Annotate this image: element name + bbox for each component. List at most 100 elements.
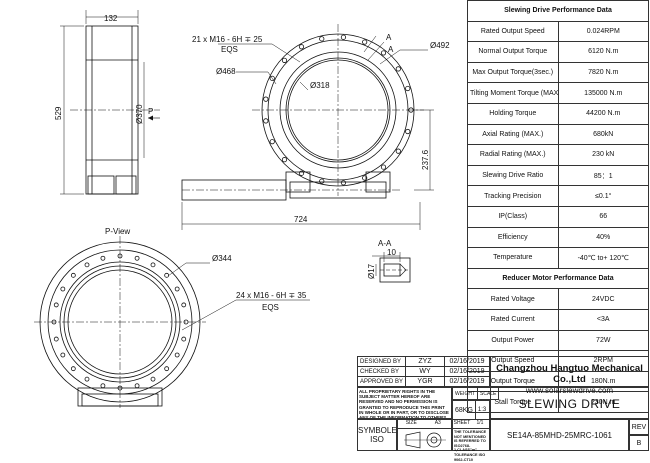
eqs-bottom-label: EQS xyxy=(262,303,279,312)
section-a-a xyxy=(372,252,411,283)
table-row: Temperature-40℃ to+ 120℃ xyxy=(467,247,649,269)
bolt-hole xyxy=(100,383,106,389)
param-value: -40℃ to+ 120℃ xyxy=(557,247,649,269)
dim-237-6: 237.6 xyxy=(421,149,430,170)
bolt-hole xyxy=(84,376,90,382)
param-name: Rated Current xyxy=(467,308,559,331)
approved-date: 02/16/2019 xyxy=(444,376,490,387)
bolt-hole xyxy=(319,178,325,184)
bolt-hole xyxy=(340,180,347,186)
param-name: Temperature xyxy=(467,247,559,269)
param-value: 85：1 xyxy=(557,164,649,187)
size-value: A3 xyxy=(434,420,441,426)
table-row: Max Output Torque(3sec.)7820 N.m xyxy=(467,61,649,84)
bolt-hole xyxy=(263,118,269,124)
bolt-hole xyxy=(405,85,411,92)
param-name: Efficiency xyxy=(467,226,559,249)
rev-value: B xyxy=(629,435,649,451)
p-view-label: P-View xyxy=(105,227,130,236)
dim-724: 724 xyxy=(294,215,308,224)
dim-468: Ø468 xyxy=(216,67,236,76)
bolt-hole xyxy=(60,352,66,358)
bolt-hole xyxy=(340,34,347,40)
param-value: 6120 N.m xyxy=(557,41,649,63)
bolt-hole xyxy=(362,39,368,45)
bolt-hole xyxy=(298,44,305,50)
param-name: IP(Class) xyxy=(467,205,559,228)
param-name: Slewing Drive Ratio xyxy=(467,164,559,187)
iso-label: ISO xyxy=(370,435,384,444)
param-name: Output Power xyxy=(467,329,559,352)
bolt-hole xyxy=(164,272,170,278)
section-mark-a-1: A xyxy=(386,33,392,42)
approved-label: APPROVED BY xyxy=(356,376,407,387)
approval-table: DESIGNED BY ZYZ 02/16/2019 CHECKED BY WY… xyxy=(356,356,490,387)
dim-10: 10 xyxy=(387,248,396,257)
bolt-hole xyxy=(298,170,305,176)
bolt-hole xyxy=(134,383,140,389)
company-name: Changzhou Hangtuo Mechanical Co.,Ltd xyxy=(496,363,643,385)
dim-132: 132 xyxy=(104,14,118,23)
designed-by: ZYZ xyxy=(405,356,446,367)
p-view xyxy=(34,236,310,408)
param-name: Rated Voltage xyxy=(467,288,559,310)
bolt-hole xyxy=(269,75,275,81)
rev-label: REV xyxy=(629,419,649,435)
bolt-hole xyxy=(181,336,187,342)
size-label: SIZE xyxy=(405,420,417,426)
top-view xyxy=(181,24,434,230)
bolt-hole xyxy=(70,366,76,372)
section-mark-a-2: A xyxy=(388,45,394,54)
table-row: Tracking Precision≤0.1° xyxy=(467,185,649,207)
bolt-hole xyxy=(395,66,401,72)
param-value: 44200 N.m xyxy=(557,102,649,125)
sheet-cell: SHEET 1/1 THE TOLERANCE NOT MENTIONED IS… xyxy=(452,419,490,462)
bolt-hole xyxy=(362,175,368,181)
bolt-hole xyxy=(269,139,275,145)
technical-drawing: 132 529 Ø370 P 21 x M16 - 6H ∓ 25 EQS Ø4… xyxy=(34,10,450,408)
checked-by: WY xyxy=(405,366,446,377)
product-name: SLEWING DRIVE xyxy=(490,387,649,419)
side-view xyxy=(60,10,160,195)
sheet-value: 1/1 xyxy=(476,420,484,426)
param-name: Rated Output Speed xyxy=(467,20,559,43)
bolt-hole xyxy=(150,262,156,268)
performance-title: Slewing Drive Performance Data xyxy=(467,0,649,22)
bolt-hole xyxy=(319,36,325,42)
param-value: 230 kN xyxy=(557,144,649,166)
dim-370: Ø370 xyxy=(135,104,144,124)
param-value: 0.024RPM xyxy=(557,20,649,43)
table-row: Rated Current<3A xyxy=(467,308,649,331)
section-a-a-label: A-A xyxy=(378,239,392,248)
param-value: <3A xyxy=(557,308,649,331)
bolt-hole xyxy=(53,336,59,342)
param-name: Tilting Moment Torque (MAX.) xyxy=(467,82,559,104)
checked-date: 02/16/2019 xyxy=(444,366,490,377)
bolt-hole xyxy=(164,366,170,372)
bolt-hole xyxy=(174,286,180,292)
rights-notice: ALL PROPRIETARY RIGHTS IN THE SUBJECT MA… xyxy=(357,387,452,419)
param-name: Holding Torque xyxy=(467,102,559,125)
dim-318: Ø318 xyxy=(310,81,330,90)
bolt-hole xyxy=(395,148,401,154)
holes-top-label: 21 x M16 - 6H ∓ 25 xyxy=(192,35,263,44)
param-name: Tracking Precision xyxy=(467,185,559,207)
eqs-top-label: EQS xyxy=(221,45,238,54)
table-row: Axial Rating (MAX.)680kN xyxy=(467,123,649,146)
holes-bottom-label: 24 x M16 - 6H ∓ 35 xyxy=(236,291,307,300)
bolt-hole xyxy=(263,96,269,102)
bolt-hole xyxy=(380,164,387,170)
bolt-hole xyxy=(84,262,90,268)
table-row: Tilting Moment Torque (MAX.)135000 N.m xyxy=(467,82,649,104)
param-value: ≤0.1° xyxy=(557,185,649,207)
param-name: Max Output Torque(3sec.) xyxy=(467,61,559,84)
param-value: 24VDC xyxy=(557,288,649,310)
title-block: DESIGNED BY ZYZ 02/16/2019 CHECKED BY WY… xyxy=(356,356,649,462)
